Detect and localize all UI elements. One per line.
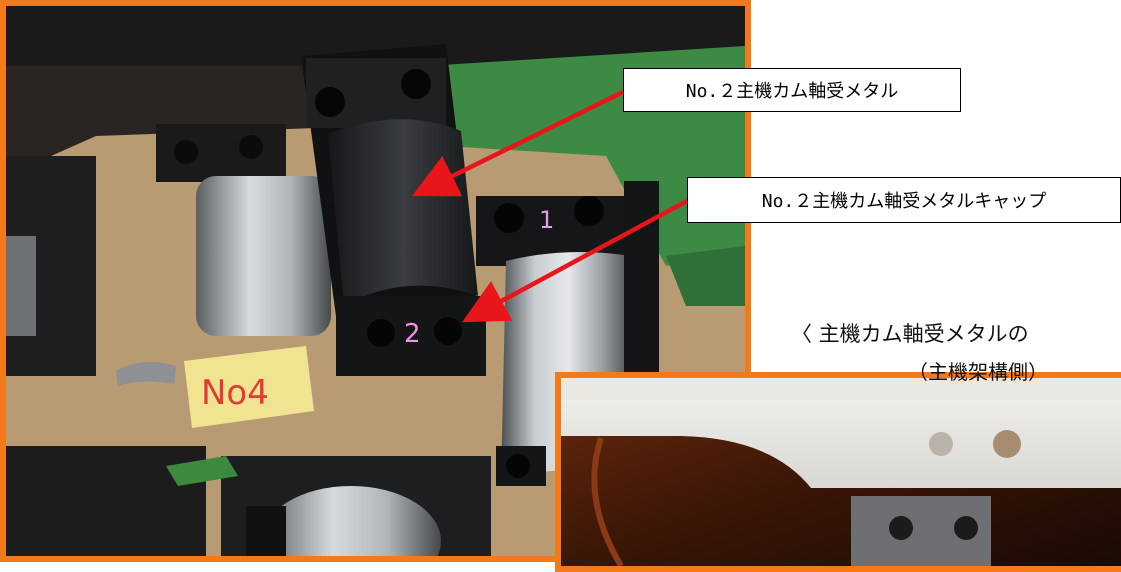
svg-text:2: 2 [404,319,421,349]
callout-bearing-metal: No.２主機カム軸受メタル [623,68,961,112]
svg-text:1: 1 [539,206,554,234]
inset-photo [555,372,1121,572]
side-caption-subtitle: （主機架構側） [908,360,1048,384]
callout-bearing-metal-cap: No.２主機カム軸受メタルキャップ [687,177,1121,223]
callout-bearing-metal-text: No.２主機カム軸受メタル [685,81,899,102]
inset-photo-drawing [561,378,1121,566]
side-caption-title: 〈 主機カム軸受メタルの [791,322,1029,346]
callout-bearing-metal-cap-text: No.２主機カム軸受メタルキャップ [761,191,1047,212]
no4-label-tag: No4 [201,373,269,413]
